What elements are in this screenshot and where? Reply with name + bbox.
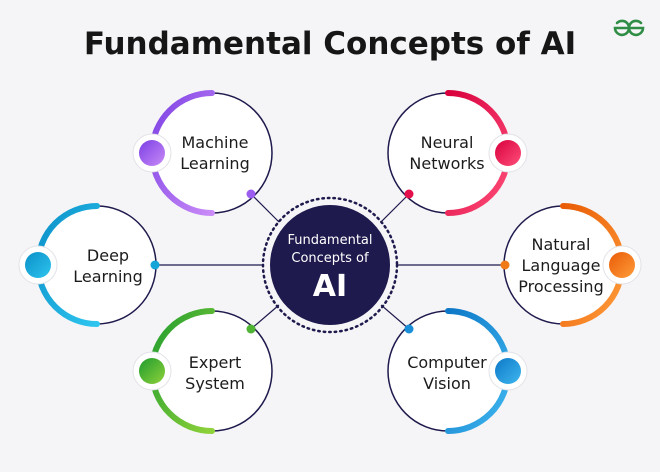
node-neural-networks — [387, 90, 528, 216]
label-line: Processing — [518, 277, 604, 296]
connector-dot — [404, 189, 414, 199]
connector-computer-vision — [380, 304, 410, 330]
node-expert-system — [132, 308, 273, 434]
label-expert-system: Expert System — [160, 352, 270, 394]
node-computer-vision — [387, 308, 528, 434]
label-line: System — [185, 374, 245, 393]
center-label-ai: AI — [312, 269, 348, 304]
center-label: Fundamental Concepts of AI — [275, 232, 385, 306]
label-natural-language-processing: Natural Language Processing — [506, 234, 616, 297]
connector-expert-system — [250, 304, 280, 330]
label-line: Language — [521, 256, 601, 275]
label-deep-learning: Deep Learning — [53, 245, 163, 287]
page-title: Fundamental Concepts of AI — [83, 26, 577, 62]
node-machine-learning — [132, 90, 273, 216]
connector-dot — [404, 324, 414, 334]
connector-machine-learning — [250, 193, 280, 223]
geeksforgeeks-logo-icon — [612, 17, 646, 44]
label-line: Neural — [420, 133, 474, 152]
label-line: Learning — [180, 154, 250, 173]
label-line: Deep — [86, 246, 130, 265]
connector-dot — [246, 324, 256, 334]
label-line: Vision — [423, 374, 471, 393]
connector-dot — [246, 189, 256, 199]
label-line: Learning — [73, 267, 143, 286]
connector-dot — [500, 260, 510, 270]
center-label-line2: Concepts of — [291, 251, 369, 266]
connector-dot — [150, 260, 160, 270]
label-line: Natural — [531, 235, 591, 254]
label-line: Machine — [181, 133, 249, 152]
label-computer-vision: Computer Vision — [392, 352, 502, 394]
label-line: Computer — [407, 353, 487, 372]
center-label-line1: Fundamental — [287, 233, 373, 248]
label-line: Networks — [409, 154, 485, 173]
label-neural-networks: Neural Networks — [392, 132, 502, 174]
node-natural-language-processing — [500, 203, 642, 327]
label-machine-learning: Machine Learning — [160, 132, 270, 174]
center-hub — [261, 196, 399, 334]
node-deep-learning — [18, 203, 160, 327]
connector-neural-networks — [380, 193, 410, 223]
label-line: Expert — [188, 353, 242, 372]
connectors — [155, 193, 505, 330]
